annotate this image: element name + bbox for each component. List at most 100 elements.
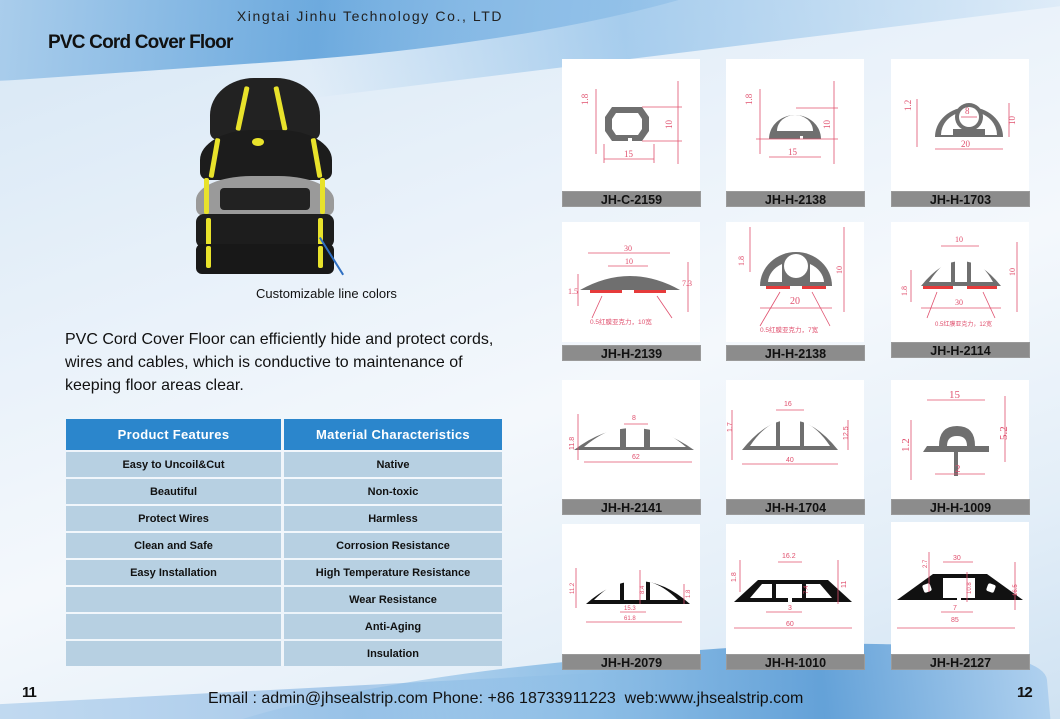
material-cell: High Temperature Resistance (284, 560, 502, 585)
model-label: JH-H-2141 (562, 499, 701, 515)
material-cell: Native (284, 452, 502, 477)
product-photo (190, 78, 340, 278)
profile-drawing-icon: 11.2 8.4 1.8 15.3 61.8 (570, 568, 692, 623)
page-number-right: 12 (1017, 684, 1033, 701)
svg-text:7.4: 7.4 (804, 585, 810, 594)
profile-drawing-icon: 16.2 1.8 7.4 11 3 60 (731, 553, 852, 629)
table-header-features: Product Features (66, 419, 284, 450)
svg-text:15: 15 (788, 147, 798, 157)
model-label: JH-H-2114 (891, 342, 1030, 358)
feature-cell: Easy Installation (66, 560, 284, 585)
material-cell: Wear Resistance (284, 587, 502, 612)
svg-text:11: 11 (841, 581, 848, 588)
profile-card-jh-h-1704: 16 1.7 12.5 40 (726, 380, 864, 499)
svg-text:20: 20 (790, 296, 800, 307)
svg-text:1.7: 1.7 (727, 422, 734, 432)
contact-info: Email : admin@jhsealstrip.com Phone: +86… (208, 690, 804, 707)
svg-text:15: 15 (624, 149, 634, 159)
svg-text:1.2: 1.2 (903, 100, 913, 111)
model-label: JH-H-2138 (726, 345, 865, 361)
feature-cell (66, 641, 284, 666)
note-text: 0.5红膜亚克力，12宽 (935, 320, 992, 328)
profile-card-jh-h-2138: 1.8 15 10 (726, 59, 864, 191)
profile-drawing-icon: 1.8 20 10 0.5红膜亚克力，7宽 (737, 227, 845, 334)
model-label: JH-H-2138 (726, 191, 865, 207)
model-label: JH-H-2079 (562, 654, 701, 670)
svg-text:11.8: 11.8 (569, 437, 576, 450)
features-table: Product Features Material Characteristic… (66, 417, 502, 668)
svg-text:40: 40 (786, 457, 794, 464)
profile-card-jh-h-2079: 11.2 8.4 1.8 15.3 61.8 (562, 524, 700, 654)
feature-cell (66, 614, 284, 639)
page-number-left: 11 (22, 684, 37, 701)
svg-text:8: 8 (965, 106, 970, 116)
page-title: PVC Cord Cover Floor (48, 32, 233, 53)
profile-card-jh-h-2114: 10 1.8 30 10 0.5红膜亚克力，12宽 (891, 222, 1029, 342)
svg-text:10: 10 (664, 120, 674, 130)
svg-text:1.8: 1.8 (744, 93, 754, 105)
svg-text:11.2: 11.2 (570, 582, 576, 594)
svg-text:30: 30 (955, 298, 963, 307)
feature-cell: Protect Wires (66, 506, 284, 531)
svg-text:10: 10 (955, 235, 963, 244)
svg-text:1.5: 1.5 (568, 287, 578, 296)
svg-text:10: 10 (625, 257, 633, 266)
svg-text:5.2: 5.2 (998, 426, 1010, 440)
profile-drawing-icon: 16 1.7 12.5 40 (727, 401, 850, 465)
model-label: JH-H-1010 (726, 654, 865, 670)
profile-card-jh-h-1010: 16.2 1.8 7.4 11 3 60 (726, 524, 864, 654)
svg-text:10.8: 10.8 (967, 582, 973, 594)
profile-drawing-icon: 30 10 1.5 7.3 0.5红膜亚克力，10宽 (568, 244, 692, 326)
profile-card-jh-h-1703: 1.2 8 20 10 (891, 59, 1029, 191)
svg-text:16.2: 16.2 (782, 553, 796, 560)
svg-text:10: 10 (1008, 268, 1017, 276)
material-cell: Anti-Aging (284, 614, 502, 639)
svg-text:12.5: 12.5 (843, 426, 850, 440)
profile-drawing-icon: 1.8 15 10 (744, 81, 838, 164)
svg-text:1.8: 1.8 (731, 572, 738, 582)
svg-text:1.8: 1.8 (737, 256, 746, 266)
svg-text:20: 20 (961, 139, 971, 149)
svg-text:1.8: 1.8 (900, 286, 909, 296)
profile-drawing-icon: 10 1.8 30 10 0.5红膜亚克力，12宽 (900, 235, 1018, 328)
svg-text:10: 10 (835, 266, 844, 274)
svg-text:15: 15 (949, 389, 961, 401)
svg-text:85: 85 (951, 617, 959, 624)
profile-card-jh-h-2138-b: 1.8 20 10 0.5红膜亚克力，7宽 (726, 222, 864, 342)
profile-card-jh-h-2141: 8 11.8 62 (562, 380, 700, 499)
svg-text:1.8: 1.8 (580, 93, 590, 105)
model-label: JH-H-2139 (562, 345, 701, 361)
profile-drawing-icon: 8 11.8 62 (569, 414, 694, 463)
svg-text:16: 16 (784, 401, 792, 408)
svg-text:7.3: 7.3 (682, 279, 692, 288)
profile-drawing-icon: 2.7 30 10.8 16.5 7 85 (897, 552, 1023, 629)
profile-card-jh-h-2139: 30 10 1.5 7.3 0.5红膜亚克力，10宽 (562, 222, 700, 342)
feature-cell: Clean and Safe (66, 533, 284, 558)
feature-cell: Easy to Uncoil&Cut (66, 452, 284, 477)
material-cell: Corrosion Resistance (284, 533, 502, 558)
svg-text:2.7: 2.7 (923, 559, 929, 568)
note-text: 0.5红膜亚克力，10宽 (590, 317, 652, 326)
profile-card-jh-c-2159: 1.8 15 10 (562, 59, 700, 191)
svg-text:30: 30 (953, 555, 961, 562)
model-label: JH-H-1704 (726, 499, 865, 515)
svg-text:7: 7 (953, 605, 957, 612)
svg-text:62: 62 (632, 454, 640, 461)
product-description: PVC Cord Cover Floor can efficiently hid… (65, 331, 494, 394)
svg-text:2: 2 (955, 463, 961, 475)
svg-text:10: 10 (822, 120, 832, 130)
table-row: Insulation (66, 641, 502, 666)
table-row: Wear Resistance (66, 587, 502, 612)
model-label: JH-H-1703 (891, 191, 1030, 207)
svg-text:60: 60 (786, 621, 794, 628)
model-label: JH-C-2159 (562, 191, 701, 207)
svg-text:16.5: 16.5 (1013, 584, 1019, 596)
material-cell: Non-toxic (284, 479, 502, 504)
material-cell: Insulation (284, 641, 502, 666)
feature-cell: Beautiful (66, 479, 284, 504)
